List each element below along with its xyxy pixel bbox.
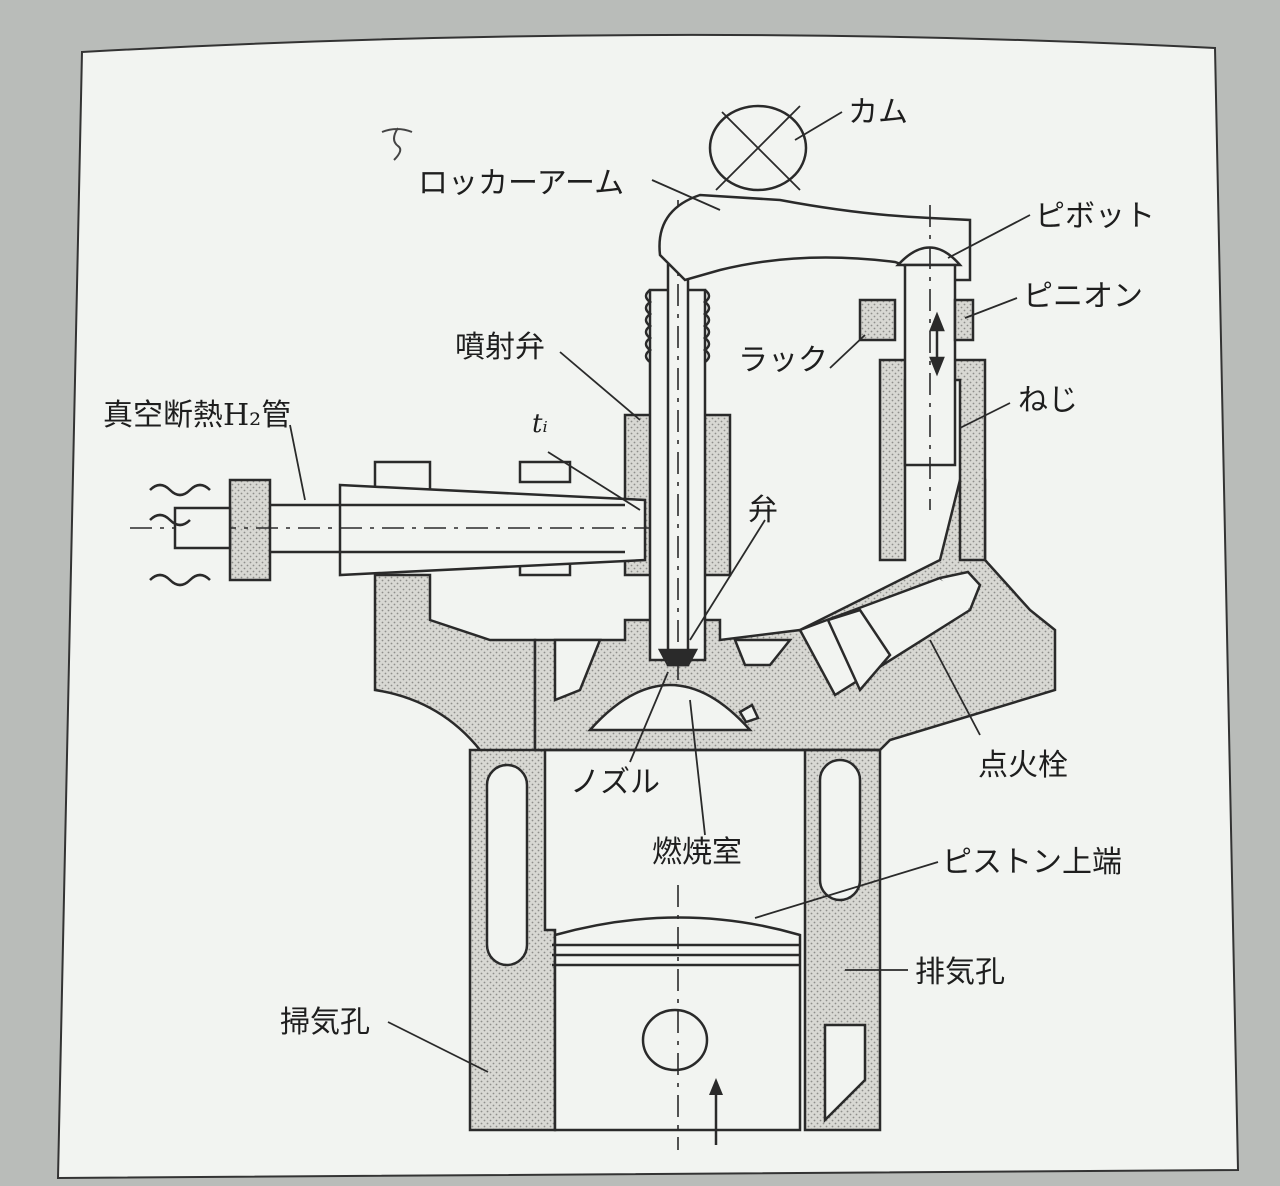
label-rocker-arm: ロッカーアーム <box>418 166 624 201</box>
label-combustion-chamber: 燃焼室 <box>652 835 742 870</box>
label-exhaust-port: 排気孔 <box>915 955 1005 990</box>
label-pinion: ピニオン <box>1023 279 1143 314</box>
leader-lines <box>289 111 1031 1073</box>
label-pivot: ピボット <box>1035 199 1155 234</box>
cam <box>708 104 808 192</box>
label-spark-plug: 点火栓 <box>978 748 1068 783</box>
label-injection-valve: 噴射弁 <box>455 330 545 365</box>
scribble-mark <box>381 127 413 161</box>
label-screw: ねじ <box>1018 383 1078 418</box>
up-arrow-icon <box>709 1078 723 1145</box>
combustion-chamber <box>587 683 753 732</box>
label-piston-top: ピストン上端 <box>942 845 1122 880</box>
label-nozzle: ノズル <box>570 765 660 800</box>
label-scavenging-port: 掃気孔 <box>280 1005 370 1040</box>
label-valve: 弁 <box>748 493 778 528</box>
pivot-assembly <box>858 205 975 510</box>
piston <box>552 885 802 1150</box>
label-cam: カム <box>848 95 908 130</box>
label-vacuum-h2-pipe: 真空断熱H₂管 <box>103 398 291 433</box>
label-ti: tᵢ <box>532 409 548 439</box>
coolant-cavities <box>485 638 867 1124</box>
h2-pipe <box>130 460 650 587</box>
label-rack: ラック <box>738 343 828 378</box>
spark-plug <box>738 570 982 724</box>
valve-spring <box>644 289 711 363</box>
rocker-arm <box>658 193 972 282</box>
